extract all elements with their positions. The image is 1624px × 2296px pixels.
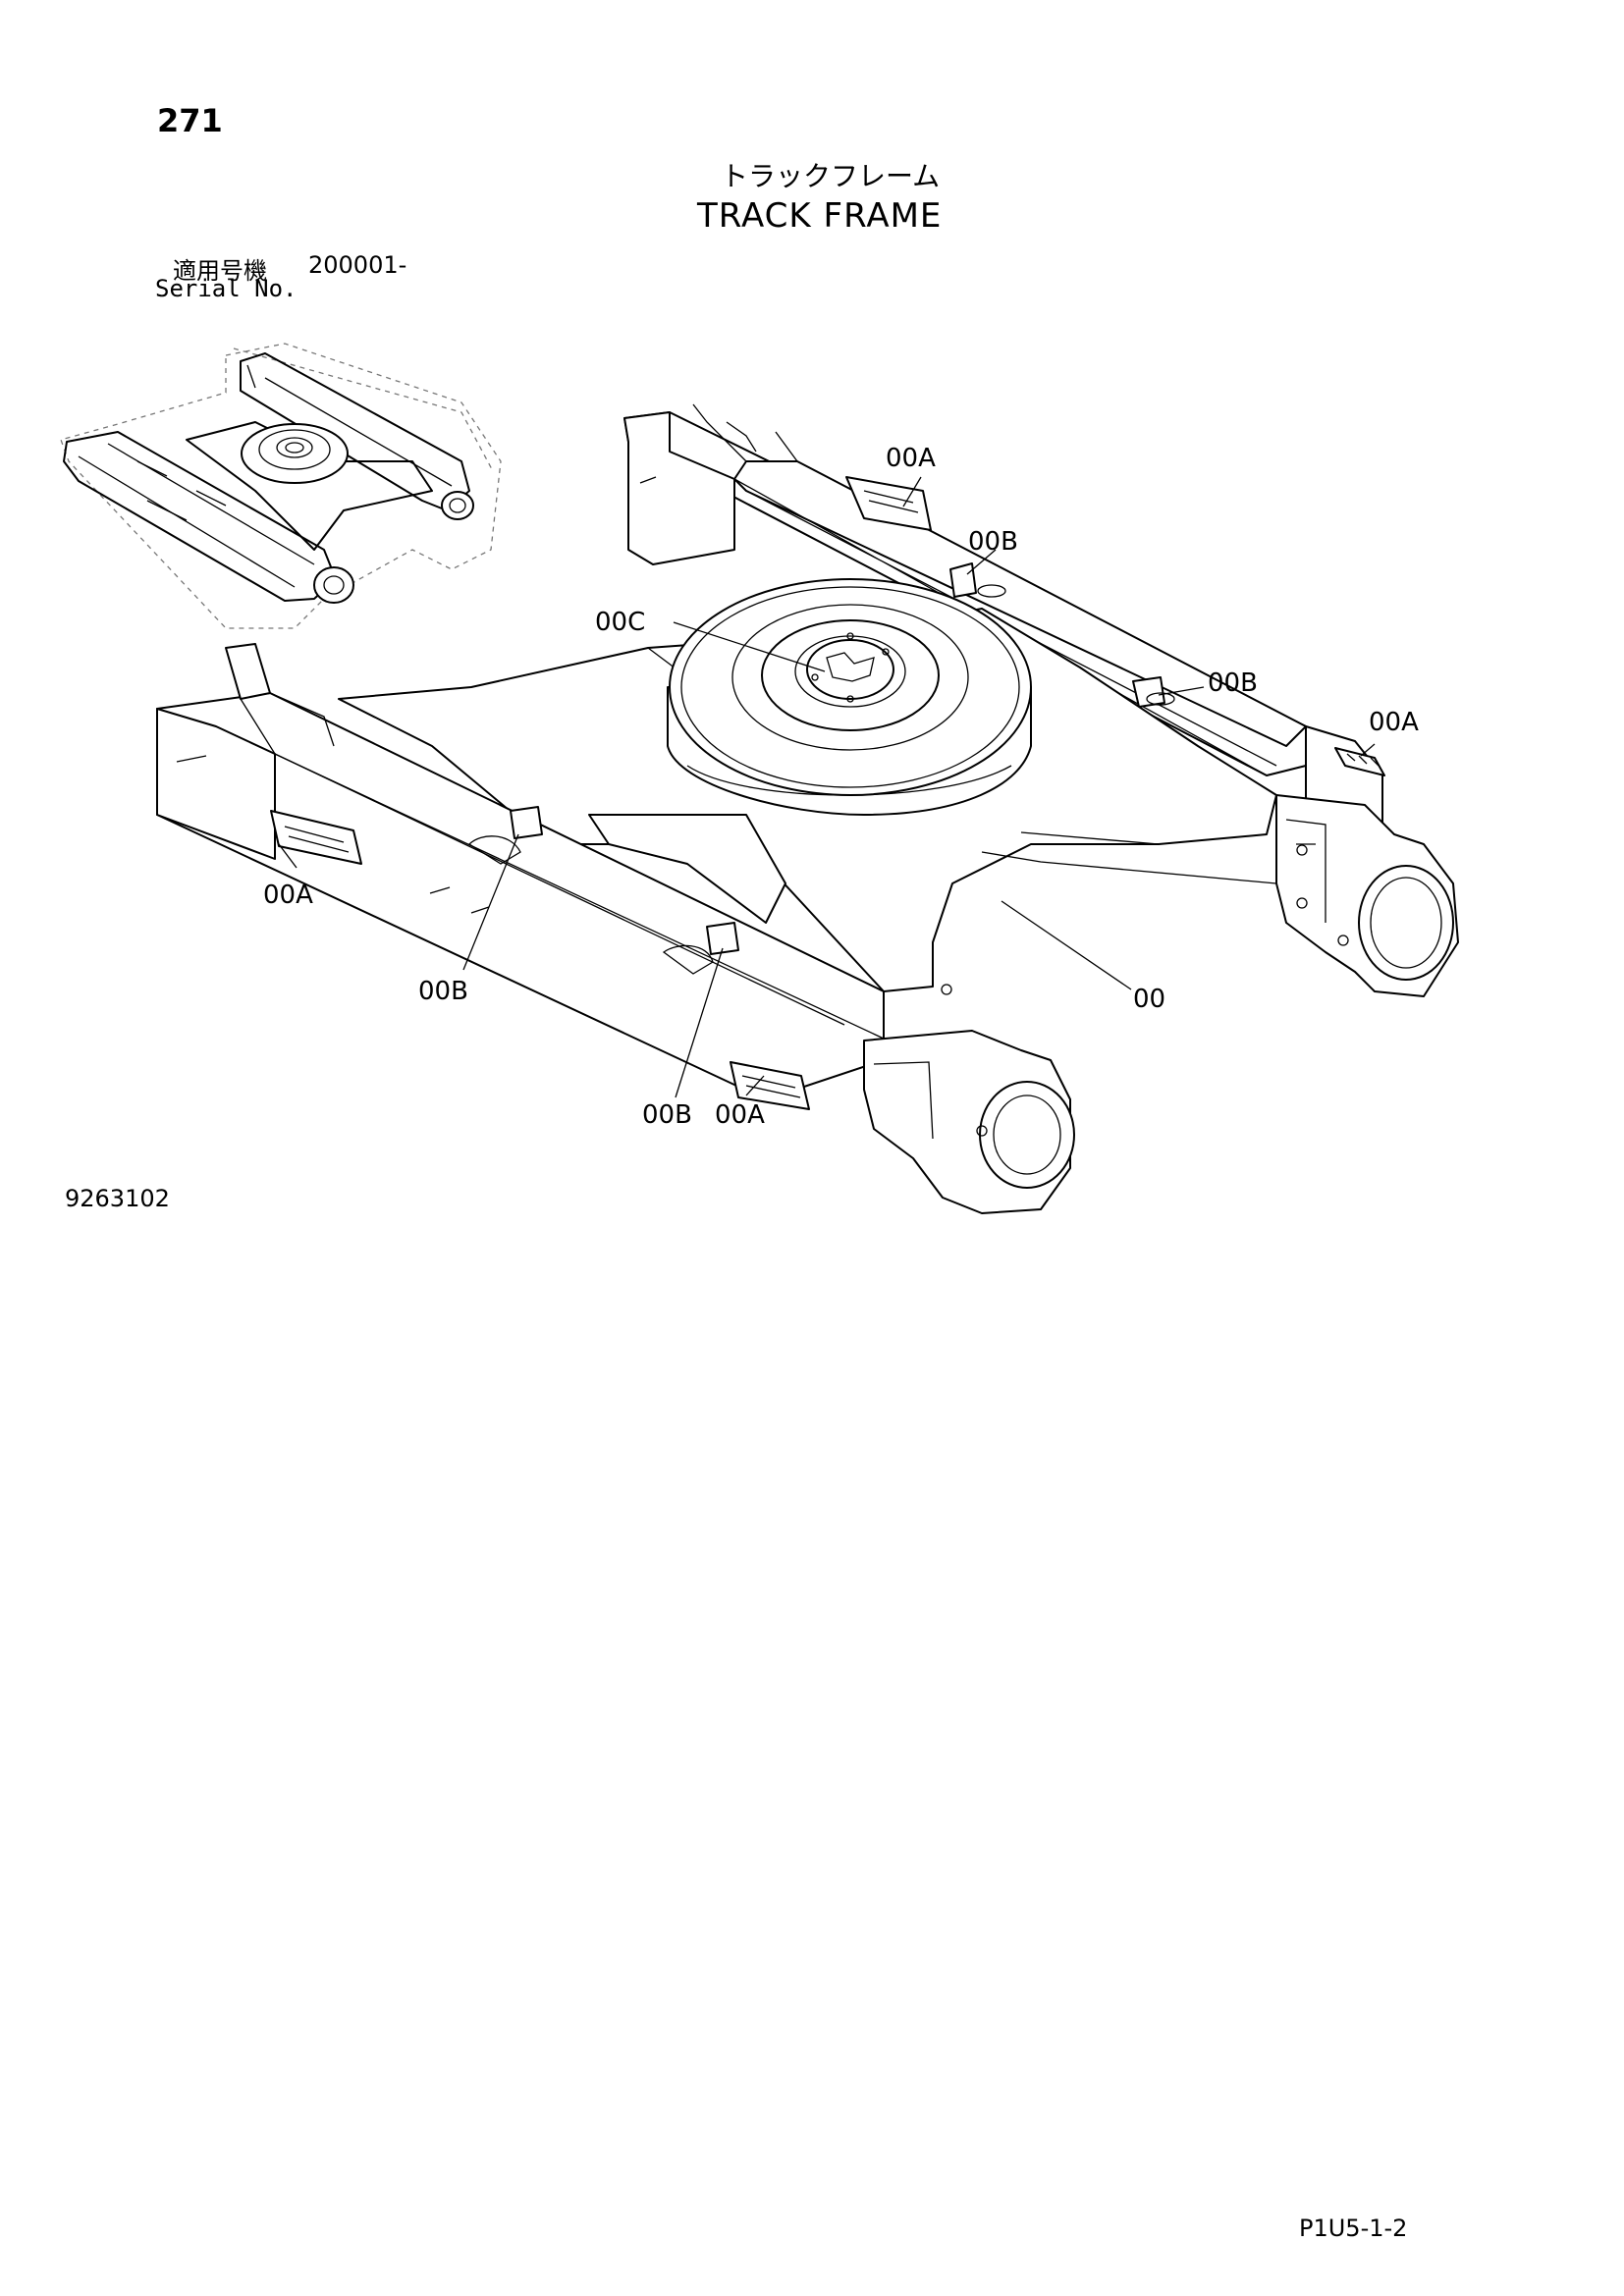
leader-00b-right [1158,686,1205,696]
leader-00c [673,621,826,672]
leader-00a-lower [745,1075,765,1096]
callout-00a-upper: 00A [886,444,936,473]
drawing-number: 9263102 [65,1185,170,1212]
callout-00b-right: 00B [1208,668,1258,698]
overview-thumbnail [60,343,502,629]
callout-00b-lower: 00B [642,1100,692,1130]
title-english: TRACK FRAME [697,196,943,236]
title-japanese: トラックフレーム [721,160,941,192]
callout-00c: 00C [595,608,645,637]
serial-label-english: Serial No. [155,275,298,302]
leader-00b-lower [675,947,724,1098]
serial-value: 200001- [308,251,407,279]
callout-00-main: 00 [1133,985,1165,1014]
callout-00a-left: 00A [263,881,313,910]
right-idler-yoke [1275,794,1459,997]
leader-00a-upper [902,476,922,507]
callout-00a-lower: 00A [715,1100,765,1130]
track-frame-diagram: 00A 00B 00C 00B 00A 00A 00B 00 00B 00A [60,343,1459,1214]
callout-00b-upper: 00B [968,527,1018,557]
callout-leaders [278,476,1376,1098]
callout-labels: 00A 00B 00C 00B 00A 00A 00B 00 00B 00A [263,444,1419,1130]
leader-00a-left [278,843,298,869]
front-idler-yoke [863,984,1075,1214]
callout-00b-left: 00B [418,977,468,1006]
callout-00a-right: 00A [1369,708,1419,737]
front-side-frame [156,643,885,1110]
leader-00b-left [462,833,519,971]
page-code: P1U5-1-2 [1299,2215,1408,2242]
swing-bearing [667,578,1032,816]
page-number: 271 [157,102,223,139]
leader-00a-right [1360,743,1376,757]
serial-label-japanese: 適用号機 [173,257,267,285]
track-frame-drawing [156,403,1459,1214]
leader-00-main [1001,900,1132,990]
leader-00b-upper [966,549,997,575]
